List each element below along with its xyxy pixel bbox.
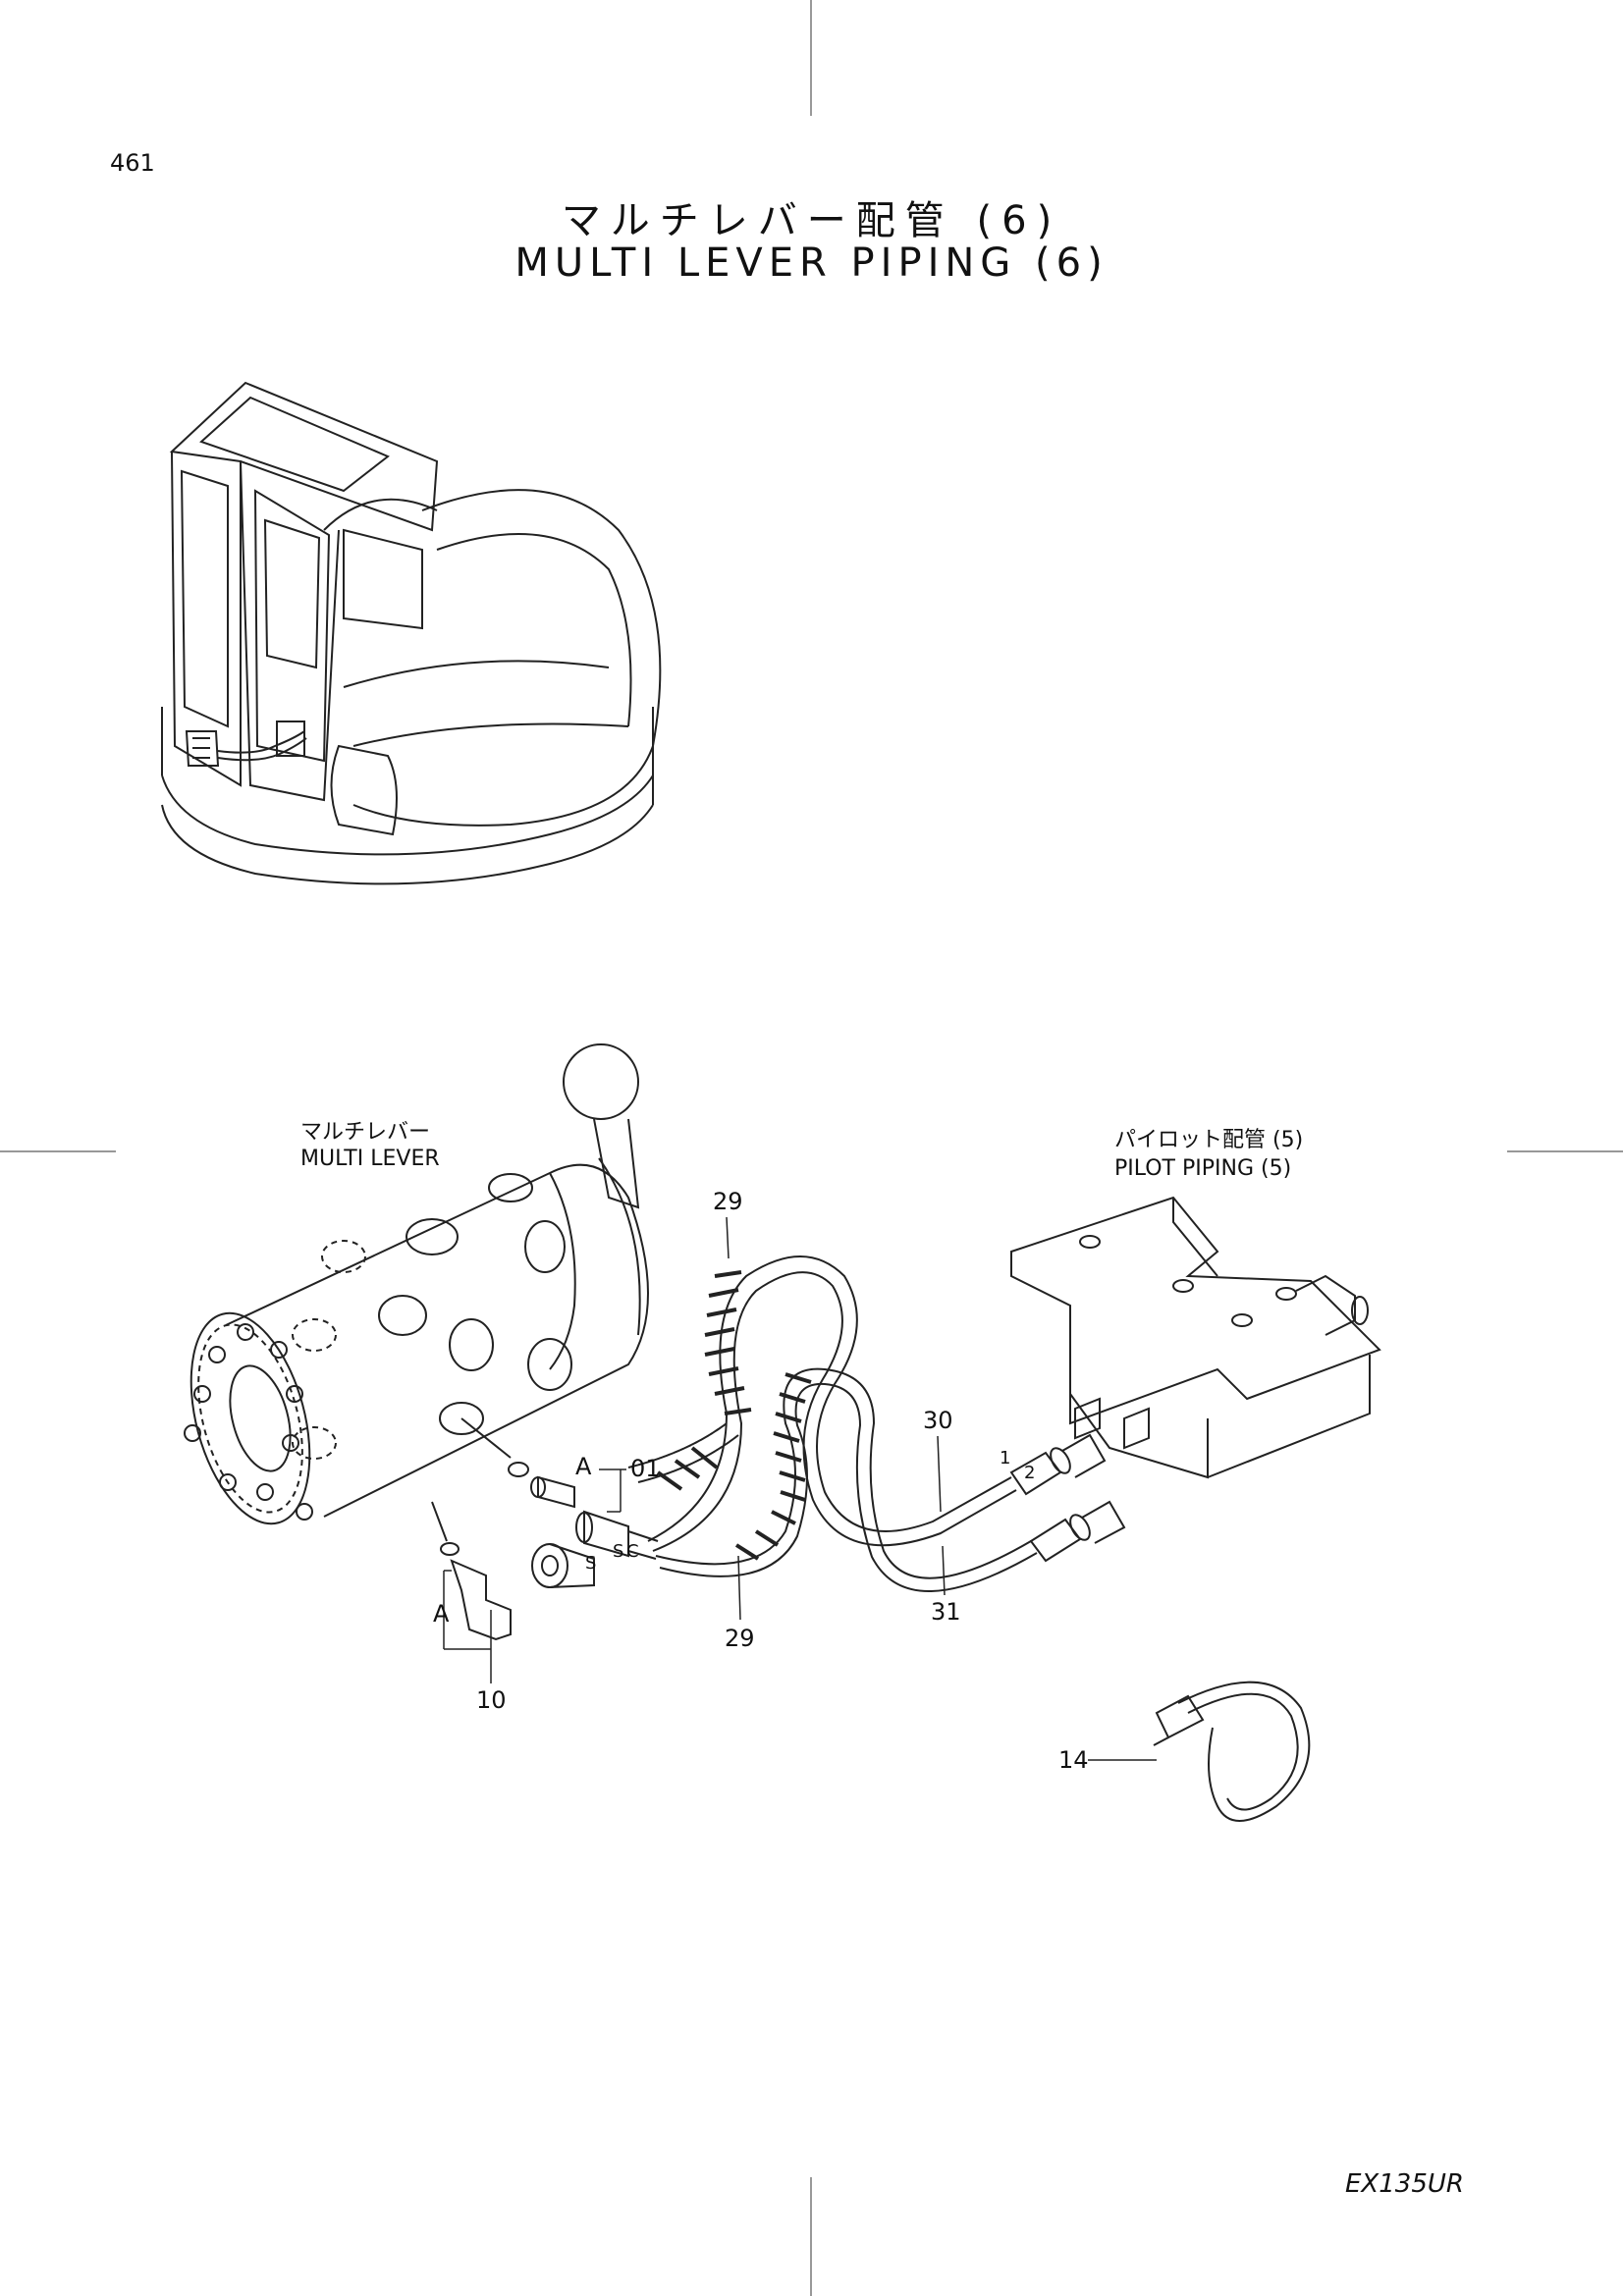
label-pilot-piping-jp: パイロット配管 (5)	[1114, 1128, 1304, 1152]
page-title-japanese: マルチレバー配管 (6)	[561, 198, 1062, 243]
callout-31: 31	[931, 1598, 961, 1626]
callout-01: 01	[630, 1455, 661, 1482]
marker-port-2: 2	[1024, 1463, 1036, 1483]
marker-s-left: S	[585, 1553, 597, 1574]
marker-c: C	[626, 1541, 639, 1562]
label-pilot-piping-en: PILOT PIPING (5)	[1114, 1156, 1292, 1181]
callout-29-bottom: 29	[725, 1625, 755, 1652]
label-multi-lever-en: MULTI LEVER	[300, 1147, 440, 1171]
excavator-overview-drawing	[161, 381, 662, 885]
label-multi-lever-jp: マルチレバー	[300, 1120, 431, 1145]
marker-port-1: 1	[1000, 1448, 1011, 1468]
pilot-piping-drawing	[1010, 1196, 1381, 1479]
multi-lever-drawing	[184, 1043, 649, 1525]
page-number: 461	[110, 149, 155, 177]
marker-s-right: S	[613, 1541, 624, 1562]
model-number: EX135UR	[1345, 2169, 1464, 2199]
callout-14: 14	[1058, 1746, 1089, 1774]
marker-a-upper: A	[575, 1453, 592, 1480]
marker-a-lower: A	[433, 1600, 450, 1628]
fittings-drawing	[431, 1417, 659, 1641]
hoses-drawing	[627, 1255, 1126, 1592]
cable-tie-drawing	[1153, 1681, 1311, 1822]
page-title-english: MULTI LEVER PIPING (6)	[514, 240, 1109, 286]
spiral-guard-2	[734, 1372, 812, 1561]
callout-10: 10	[476, 1686, 507, 1714]
callout-29-top: 29	[713, 1188, 743, 1215]
spiral-guard-1	[656, 1270, 752, 1491]
callout-30: 30	[923, 1407, 953, 1434]
leader-lines	[443, 1216, 1157, 1761]
